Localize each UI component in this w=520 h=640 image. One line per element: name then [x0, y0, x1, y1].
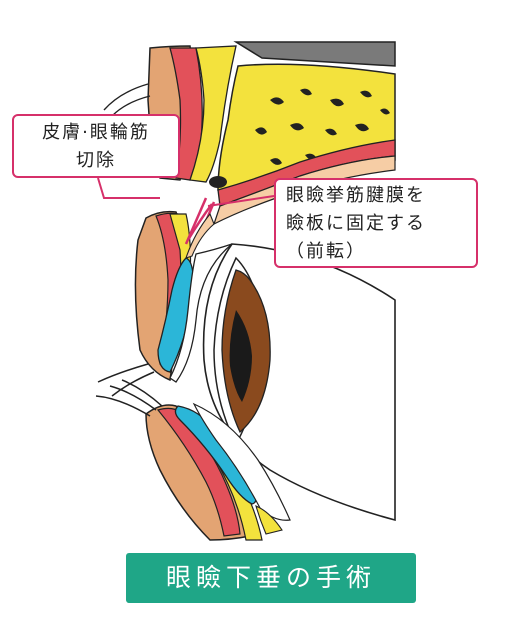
callout-right-line-1: 眼瞼挙筋腱膜を	[286, 185, 426, 206]
callout-right-line-3: （前転）	[286, 241, 366, 262]
leader-line-left	[97, 177, 160, 199]
fat-lobule-dots	[255, 88, 390, 165]
lower-conjunctiva	[192, 402, 291, 521]
callout-skin-muscle-excision: 皮膚·眼輪筋 切除	[12, 114, 180, 178]
leader-line-right	[207, 195, 275, 207]
lower-lashes	[95, 379, 163, 417]
page-title: 眼瞼下垂の手術	[126, 553, 416, 603]
upper-septum-yellow	[189, 45, 237, 183]
callout-left-line-1: 皮膚·眼輪筋	[42, 122, 150, 143]
callout-aponeurosis-fixation: 眼瞼挙筋腱膜を 瞼板に固定する （前転）	[274, 178, 478, 268]
callout-right-line-2: 瞼板に固定する	[286, 213, 426, 234]
pupil	[229, 310, 252, 402]
upper-lashes	[97, 363, 155, 397]
orbit-bone-grey	[233, 41, 396, 67]
aponeurosis-strand	[185, 212, 215, 259]
callout-left-line-2: 切除	[76, 150, 116, 171]
upper-hair-lines	[103, 83, 151, 117]
fat-edge-mark	[209, 176, 227, 188]
lower-fat-tip	[255, 505, 283, 535]
